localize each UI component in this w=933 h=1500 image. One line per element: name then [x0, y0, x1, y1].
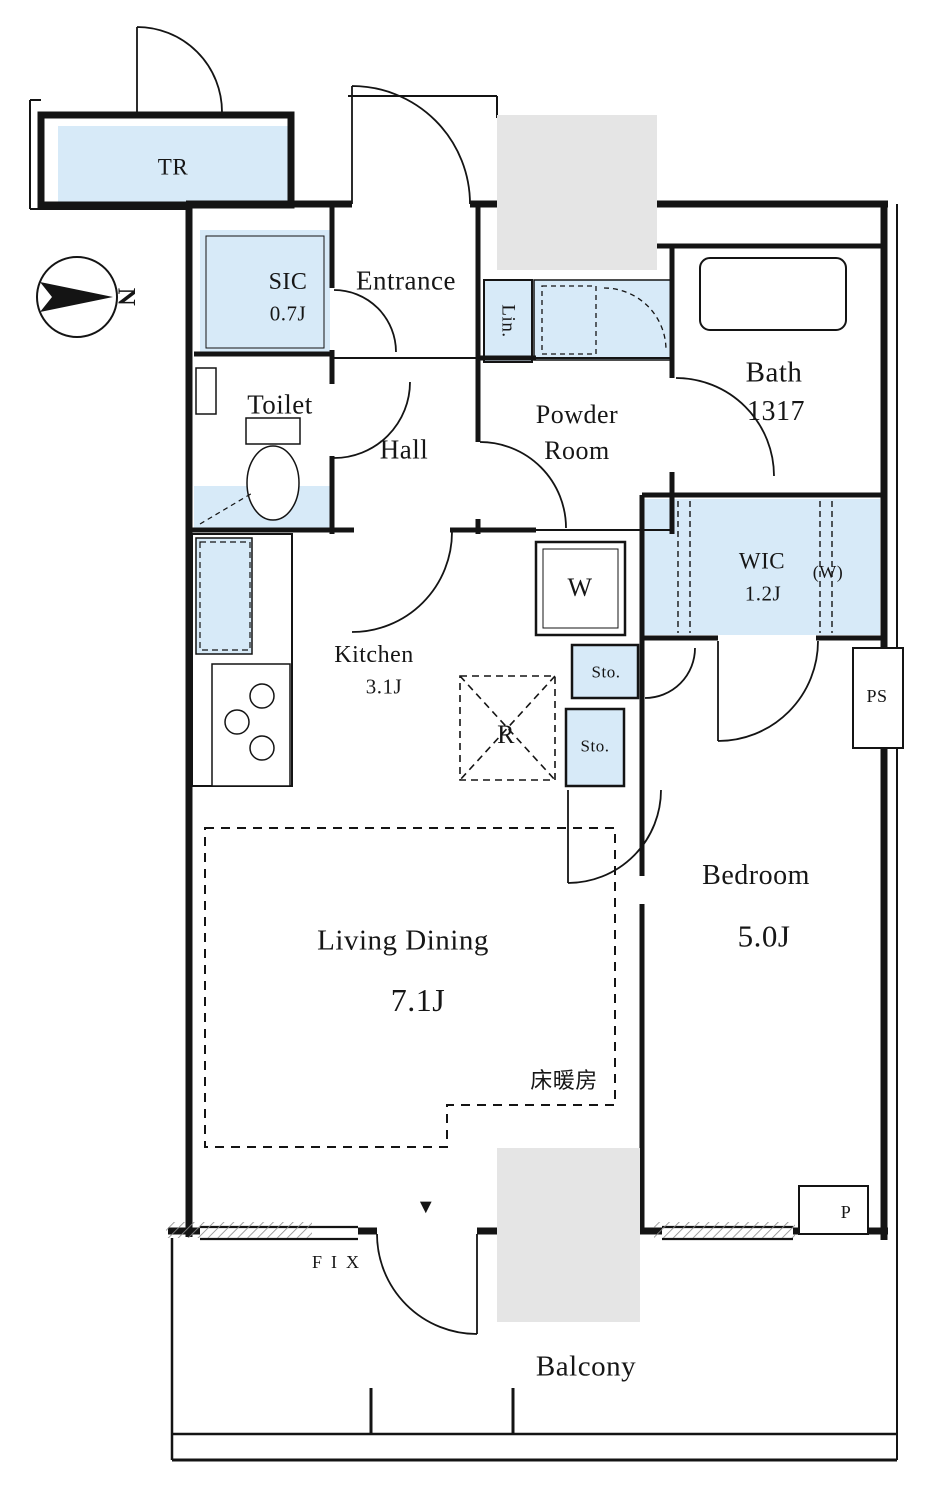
wic-hanger-pipes — [677, 501, 833, 633]
room-size-bedroom: 5.0J — [737, 918, 791, 954]
washer-space-fill — [533, 279, 673, 361]
label-wic-washer: (W) — [812, 562, 844, 582]
balcony-partition-ticks — [369, 1388, 515, 1434]
washer-pan-outer — [534, 540, 627, 637]
room-label-hall: Hall — [379, 434, 429, 465]
label-washing-machine: W — [567, 573, 593, 602]
shaft-bottom — [497, 1148, 640, 1322]
washer-pan-inner — [542, 548, 619, 629]
tr-walls — [37, 111, 295, 209]
doors — [136, 26, 819, 1335]
room-label-living-dining: Living Dining — [317, 924, 489, 957]
compass-north-label: N — [112, 287, 140, 307]
washer-door-arc-dashed — [603, 287, 667, 351]
walls-inner — [186, 204, 884, 1234]
toilet-bowl — [246, 445, 300, 521]
washer-space-dash — [541, 285, 597, 355]
label-floor-heating: 床暖房 — [530, 1068, 598, 1093]
porch-line-top — [348, 95, 498, 118]
label-pipe-space: PS — [866, 686, 888, 706]
room-label-wic: WIC — [738, 548, 786, 574]
entrance-marker: ▼ — [415, 1196, 437, 1218]
sic-fill — [200, 230, 330, 354]
toilet-door-arc — [333, 381, 411, 459]
room-label-sic: SIC — [268, 269, 308, 295]
kitchen-sink-dash — [199, 541, 251, 651]
sic-door-arc — [333, 289, 397, 353]
label-storage-2: Sto. — [580, 736, 610, 756]
refrigerator-outline — [459, 675, 556, 781]
label-fix-window: FIX — [311, 1252, 369, 1272]
room-label-bath: Bath — [745, 356, 803, 389]
burner-3 — [249, 735, 275, 761]
sic-shelf — [205, 235, 325, 349]
powder-door-arc — [479, 441, 567, 529]
label-pipe: P — [840, 1202, 852, 1222]
tr-fill — [58, 126, 290, 202]
tr-door-arc — [136, 26, 223, 113]
room-size-bath: 1317 — [747, 396, 805, 427]
room-label-bedroom: Bedroom — [702, 860, 810, 891]
room-fills — [58, 126, 880, 788]
storage2-door-arc — [567, 789, 662, 884]
kitchen-door-arc — [351, 531, 453, 633]
storage1-door-arc — [644, 647, 696, 699]
burner-1 — [249, 683, 275, 709]
floor-heating-outline — [204, 827, 616, 1148]
window-hatch-right — [654, 1222, 795, 1238]
room-size-wic: 1.2J — [744, 581, 782, 606]
window-hatch-left — [166, 1222, 312, 1238]
wic-fill — [644, 499, 880, 635]
room-size-kitchen: 3.1J — [365, 674, 403, 699]
room-label-linen: Lin. — [497, 304, 519, 338]
storage1-fill — [570, 643, 640, 700]
porch-line-left — [29, 99, 189, 210]
label-storage-1: Sto. — [591, 662, 621, 682]
room-label-tr: TR — [157, 154, 189, 180]
pipe-space-box — [852, 647, 904, 749]
linen-fill — [483, 279, 533, 363]
room-size-sic: 0.7J — [269, 301, 307, 326]
room-label-balcony: Balcony — [535, 1350, 637, 1383]
thin-lines — [29, 95, 898, 1460]
pipe-box — [798, 1185, 869, 1235]
bathtub — [699, 257, 847, 331]
burner-2 — [224, 709, 250, 735]
room-label-powder-2: Room — [544, 436, 610, 465]
balcony-outline — [170, 1238, 897, 1462]
shaft-top — [497, 115, 657, 270]
room-label-powder-1: Powder — [535, 400, 619, 429]
room-label-entrance: Entrance — [356, 265, 456, 296]
toilet-hand-basin — [195, 367, 217, 415]
fixtures — [191, 235, 904, 1235]
compass-needle — [40, 282, 113, 312]
entrance-door-arc — [351, 85, 471, 205]
refrigerator-box — [459, 675, 556, 781]
room-label-toilet: Toilet — [247, 389, 313, 420]
bath-door-arc — [675, 377, 775, 477]
room-label-kitchen: Kitchen — [334, 642, 414, 668]
compass — [36, 256, 118, 338]
balcony-door-arc — [376, 1233, 478, 1335]
room-size-living-dining: 7.1J — [390, 982, 446, 1018]
wic-door-arc — [717, 640, 819, 742]
label-refrigerator: R — [497, 720, 515, 749]
storage2-fill — [564, 707, 626, 788]
stove — [211, 663, 291, 787]
kitchen-sink-fill — [195, 537, 253, 655]
toilet-tank — [245, 417, 301, 445]
toilet-counter-dash — [199, 491, 255, 525]
